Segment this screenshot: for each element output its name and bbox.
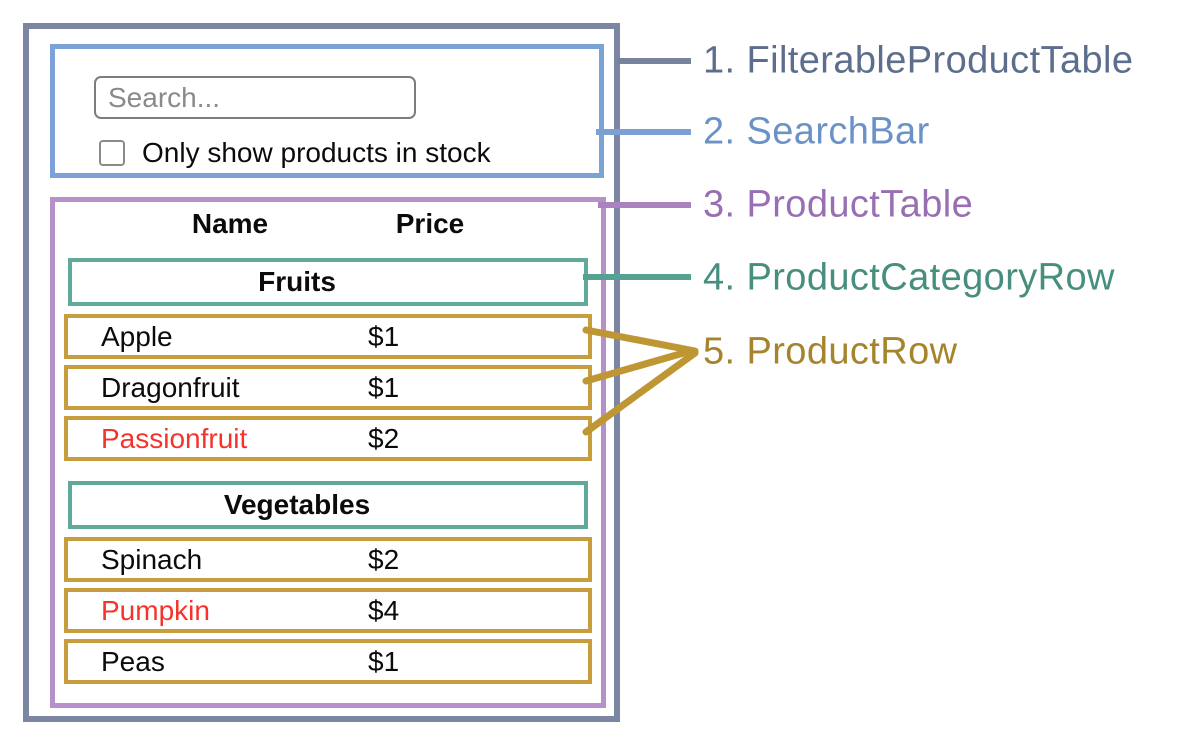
- component-label-productcategoryrow: 4.ProductCategoryRow: [703, 257, 1115, 300]
- category-label: Fruits: [258, 266, 336, 297]
- product-name: Peas: [101, 645, 165, 677]
- product-row-passionfruit: Passionfruit $2: [64, 416, 592, 461]
- label-number: 2.: [703, 110, 736, 153]
- product-row-dragonfruit: Dragonfruit $1: [64, 365, 592, 410]
- product-row-apple: Apple $1: [64, 314, 592, 359]
- component-label-filterableproducttable: 1.FilterableProductTable: [703, 40, 1133, 83]
- label-number: 4.: [703, 256, 736, 299]
- column-header-name: Name: [191, 208, 269, 239]
- product-price: $1: [368, 320, 400, 352]
- product-name: Apple: [101, 320, 173, 352]
- product-price: $4: [368, 594, 400, 626]
- label-name: FilterableProductTable: [746, 39, 1134, 82]
- product-name: Passionfruit: [101, 422, 248, 454]
- component-label-producttable: 3.ProductTable: [703, 184, 973, 227]
- product-row-spinach: Spinach $2: [64, 537, 592, 582]
- in-stock-checkbox[interactable]: [99, 140, 125, 166]
- product-name: Pumpkin: [101, 594, 210, 626]
- label-name: ProductCategoryRow: [746, 256, 1115, 299]
- product-category-row-vegetables: Vegetables: [68, 481, 588, 529]
- label-name: SearchBar: [746, 110, 930, 153]
- table-header-row: Name Price: [55, 202, 601, 240]
- label-number: 3.: [703, 183, 736, 226]
- product-price: $1: [368, 645, 400, 677]
- search-bar-box: Only show products in stock: [50, 44, 604, 178]
- filterable-product-table-box: Only show products in stock Name Price F…: [23, 23, 620, 722]
- product-price: $1: [368, 371, 400, 403]
- in-stock-checkbox-label: Only show products in stock: [142, 137, 491, 168]
- product-category-row-fruits: Fruits: [68, 258, 588, 306]
- component-label-productrow: 5.ProductRow: [703, 331, 957, 374]
- product-price: $2: [368, 543, 400, 575]
- category-label: Vegetables: [223, 489, 371, 520]
- label-name: ProductRow: [746, 330, 958, 373]
- product-price: $2: [368, 422, 400, 454]
- product-row-peas: Peas $1: [64, 639, 592, 684]
- label-number: 5.: [703, 330, 736, 373]
- label-number: 1.: [703, 39, 736, 82]
- product-name: Dragonfruit: [101, 371, 240, 403]
- product-row-pumpkin: Pumpkin $4: [64, 588, 592, 633]
- component-label-searchbar: 2.SearchBar: [703, 111, 930, 154]
- search-input[interactable]: [94, 76, 416, 119]
- in-stock-filter-row: Only show products in stock: [99, 137, 491, 169]
- label-name: ProductTable: [746, 183, 974, 226]
- product-name: Spinach: [101, 543, 203, 575]
- column-header-price: Price: [395, 208, 465, 239]
